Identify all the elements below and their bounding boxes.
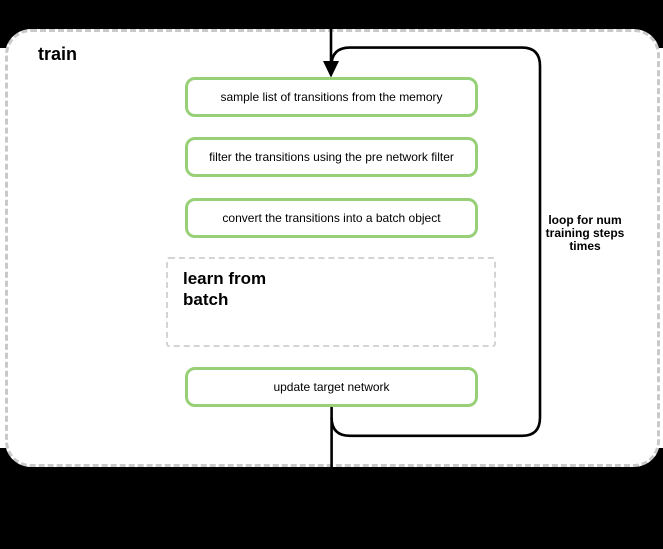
step-label: update target network [273,380,390,394]
step-label: convert the transitions into a batch obj… [222,211,441,225]
step-label: filter the transitions using the pre net… [209,150,454,164]
step-sample-transitions: sample list of transitions from the memo… [185,77,478,117]
train-label: train [38,44,78,64]
subprocess-label: learn from batch [183,269,267,309]
step-filter-transitions: filter the transitions using the pre net… [185,137,478,177]
learn-from-batch-subprocess: learn from batch [166,257,496,347]
step-convert-to-batch: convert the transitions into a batch obj… [185,198,478,238]
step-label: sample list of transitions from the memo… [220,90,443,104]
step-update-target-network: update target network [185,367,478,407]
loop-label: loop for num training steps times [545,213,625,253]
